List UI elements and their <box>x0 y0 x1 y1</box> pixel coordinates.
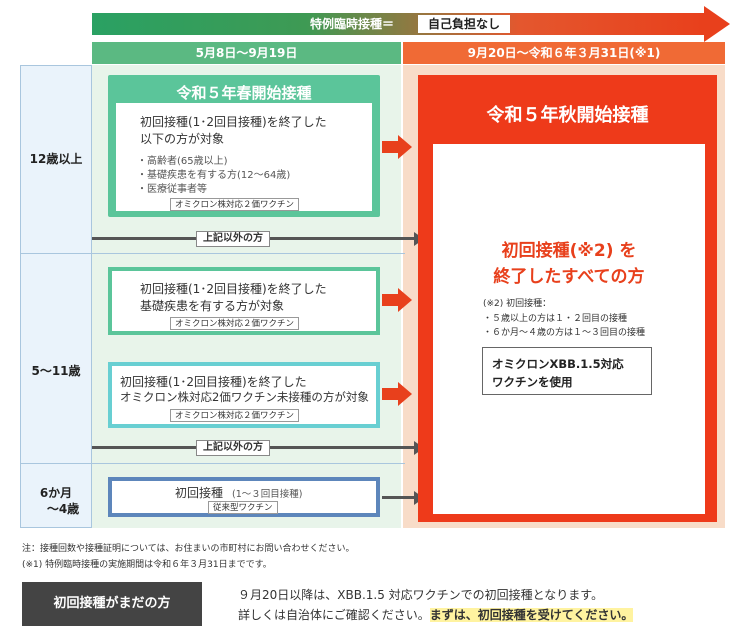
vaccine-tag: 従来型ワクチン <box>208 501 278 514</box>
age-label-5to11: 5〜11歳 <box>31 364 81 378</box>
xbb-line1: オミクロンXBB.1.5対応 <box>492 357 624 371</box>
cta-line1: ９月20日以降は、XBB.1.5 対応ワクチンでの初回接種となります。 <box>238 588 604 602</box>
age-label-6m-line1: 6か月 <box>39 486 73 500</box>
spring-line2: 以下の方が対象 <box>140 132 225 146</box>
spring-title: 令和５年春開始接種 <box>176 84 312 102</box>
autumn-note-head: (※2) 初回接種： <box>483 299 552 309</box>
box3-line1: 初回接種(1･2回目接種)を終了した <box>120 375 307 389</box>
row-divider <box>20 463 405 464</box>
autumn-note: ・６か月〜４歳の方は１〜３回目の接種 <box>483 328 646 338</box>
arrow-to-autumn <box>382 141 398 153</box>
arrow-line <box>382 496 415 499</box>
other-label: 上記以外の方 <box>196 440 270 456</box>
age-column <box>20 65 92 528</box>
age-label-6m-line2: 〜4歳 <box>46 502 80 516</box>
xbb-line2: ワクチンを使用 <box>492 375 573 389</box>
autumn-target-line1: 初回接種(※2) を <box>501 241 637 261</box>
cta-not-yet-vaccinated: 初回接種がまだの方 <box>22 582 202 626</box>
spring-line1: 初回接種(1･2回目接種)を終了した <box>140 115 327 129</box>
footnote: 注：接種回数や接種証明については、お住まいの市町村にお問い合わせください。 <box>22 544 355 554</box>
banner-label: 特例臨時接種＝ <box>310 17 395 31</box>
cta-line2-highlight: まずは、初回接種を受けてください。 <box>429 608 634 622</box>
autumn-inner-panel <box>433 144 705 514</box>
spring-inner-panel <box>116 103 372 211</box>
spring-item: ・基礎疾患を有する方(12〜64歳) <box>137 170 291 181</box>
box3-line2: オミクロン株対応2価ワクチン未接種の方が対象 <box>120 390 369 404</box>
vaccine-tag: オミクロン株対応２価ワクチン <box>170 317 300 330</box>
box4-title: 初回接種 <box>175 486 224 500</box>
spring-item: ・高齢者(65歳以上) <box>137 156 228 167</box>
banner-free-badge: 自己負担なし <box>418 15 511 33</box>
vaccine-tag: オミクロン株対応２価ワクチン <box>170 198 300 211</box>
arrow-to-autumn <box>382 388 398 400</box>
arrow-head <box>398 288 412 312</box>
arrow-head <box>398 135 412 159</box>
subsidy-banner <box>92 13 704 35</box>
autumn-title: 令和５年秋開始接種 <box>486 105 649 126</box>
other-label: 上記以外の方 <box>196 231 270 247</box>
autumn-note: ・５歳以上の方は１・２回目の接種 <box>483 314 628 324</box>
footnote: (※1) 特例臨時接種の実施期間は令和６年３月31日までです。 <box>22 560 272 570</box>
banner-arrow-tip <box>704 6 730 42</box>
spring-item: ・医療従事者等 <box>137 184 207 195</box>
period-header-spring: 5月8日〜9月19日 <box>92 42 401 64</box>
period-header-autumn: 9月20日〜令和６年３月31日(※1) <box>403 42 725 64</box>
autumn-target-line2: 終了したすべての方 <box>493 267 645 287</box>
arrow-to-autumn <box>382 294 398 306</box>
box2-line1: 初回接種(1･2回目接種)を終了した <box>140 282 327 296</box>
xbb-vaccine-box <box>482 347 652 395</box>
row-divider <box>20 253 405 254</box>
age-label-12plus: 12歳以上 <box>29 152 83 166</box>
vaccine-tag: オミクロン株対応２価ワクチン <box>170 409 300 422</box>
arrow-head <box>398 382 412 406</box>
cta-line2-a: 詳しくは自治体にご確認ください。 <box>238 608 430 622</box>
box4-sub: (1〜３回目接種) <box>232 489 303 500</box>
cta-line2: 詳しくは自治体にご確認ください。まずは、初回接種を受けてください。 <box>238 606 634 623</box>
box2-line2: 基礎疾患を有する方が対象 <box>140 299 285 313</box>
